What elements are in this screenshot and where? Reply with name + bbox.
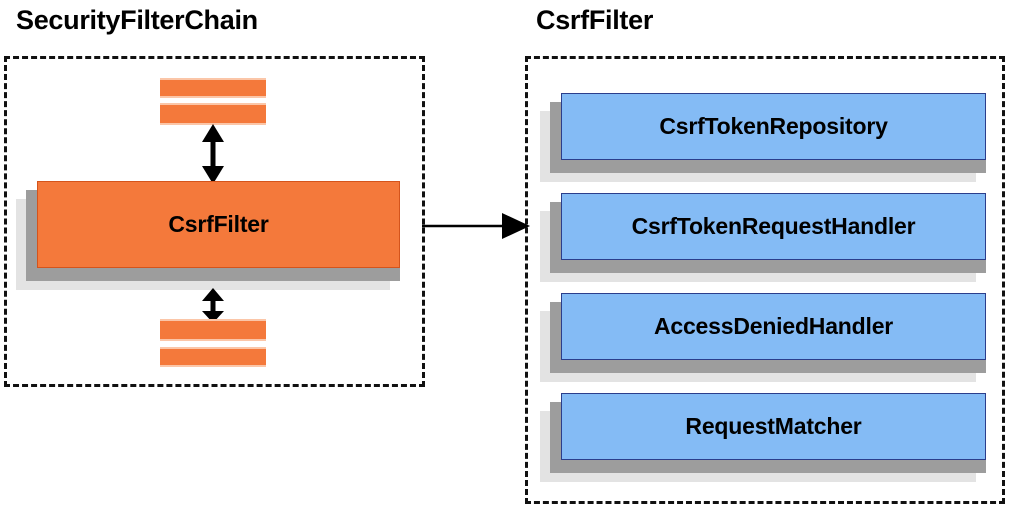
- group-panel-security-filter-chain: [4, 56, 425, 387]
- node-label-request-matcher: RequestMatcher: [685, 413, 862, 439]
- node-face: CsrfTokenRequestHandler: [561, 193, 986, 260]
- node-face: CsrfTokenRepository: [561, 93, 986, 160]
- double-arrow-up-down-above-icon: [200, 124, 226, 184]
- node-label-csrf-token-request-handler: CsrfTokenRequestHandler: [631, 213, 916, 239]
- node-label-access-denied-handler: AccessDeniedHandler: [653, 313, 894, 339]
- node-csrf-filter[interactable]: CsrfFilter: [16, 181, 400, 290]
- filter-slat-above-1: [160, 78, 266, 98]
- filter-slat-below-2: [160, 347, 266, 367]
- page-title-security-filter-chain: SecurityFilterChain: [16, 5, 258, 35]
- node-face: CsrfFilter: [37, 181, 400, 268]
- node-access-denied-handler[interactable]: AccessDeniedHandler: [540, 293, 986, 382]
- node-label-csrf-token-repository: CsrfTokenRepository: [659, 113, 888, 139]
- node-csrf-token-repository[interactable]: CsrfTokenRepository: [540, 93, 986, 182]
- node-label-csrf-filter: CsrfFilter: [168, 211, 269, 237]
- group-panel-csrf-filter: [525, 56, 1005, 504]
- page-title-csrf-filter: CsrfFilter: [536, 5, 654, 35]
- double-arrow-up-down-below-icon: [200, 288, 226, 323]
- node-csrf-token-request-handler[interactable]: CsrfTokenRequestHandler: [540, 193, 986, 282]
- connector-arrow-right-icon: [422, 213, 530, 239]
- filter-slat-above-2: [160, 103, 266, 125]
- filter-slat-below-1: [160, 319, 266, 341]
- node-face: RequestMatcher: [561, 393, 986, 460]
- node-request-matcher[interactable]: RequestMatcher: [540, 393, 986, 482]
- node-face: AccessDeniedHandler: [561, 293, 986, 360]
